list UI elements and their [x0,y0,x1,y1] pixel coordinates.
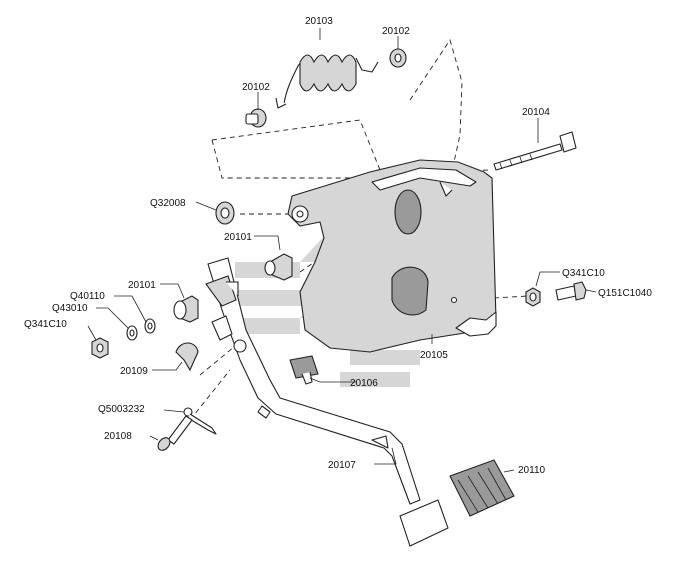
label-q43010: Q43010 [52,303,88,314]
nut-right [525,287,541,307]
washer-q43010 [126,325,138,341]
stop-block [289,355,319,385]
label-q341c10-left: Q341C10 [24,319,67,330]
label-q40110: Q40110 [70,291,105,302]
pedal-pad-mount [399,499,449,547]
label-20105: 20105 [420,350,448,361]
washer-q40110 [144,318,156,334]
label-20109: 20109 [120,366,148,377]
bushing-top-right [389,48,407,68]
long-pivot-bolt [493,131,577,171]
callout-leaders [87,28,597,473]
label-q341c10-right: Q341C10 [562,268,605,279]
pedal-bracket [287,159,497,353]
label-20101-outer: 20101 [128,280,156,291]
label-q32008: Q32008 [150,198,186,209]
part-labels: 20103 20102 20102 20104 Q32008 20101 201… [24,16,652,476]
pedal-pad-rubber [449,459,515,517]
label-20102-left: 20102 [242,82,270,93]
label-q5003232: Q5003232 [98,404,145,415]
label-20106: 20106 [350,378,378,389]
label-20107: 20107 [328,460,356,471]
label-20108: 20108 [104,431,132,442]
return-spring [275,54,379,109]
bolt-right [555,281,587,301]
label-20104: 20104 [522,107,550,118]
label-20103: 20103 [305,16,333,27]
pedal-arm [205,257,421,505]
label-20102-right: 20102 [382,26,410,37]
label-20110: 20110 [518,465,546,476]
retaining-clip [175,342,199,372]
washer-q32008 [215,201,235,225]
nut-left [91,337,109,359]
cotter-pin [183,407,217,435]
bushing-top-left [245,108,267,128]
clevis-pin [157,415,193,451]
bushing-outer [173,295,199,323]
label-q151c1040: Q151C1040 [598,288,652,299]
label-20101-inner: 20101 [224,232,252,243]
bushing-inner [264,253,293,281]
